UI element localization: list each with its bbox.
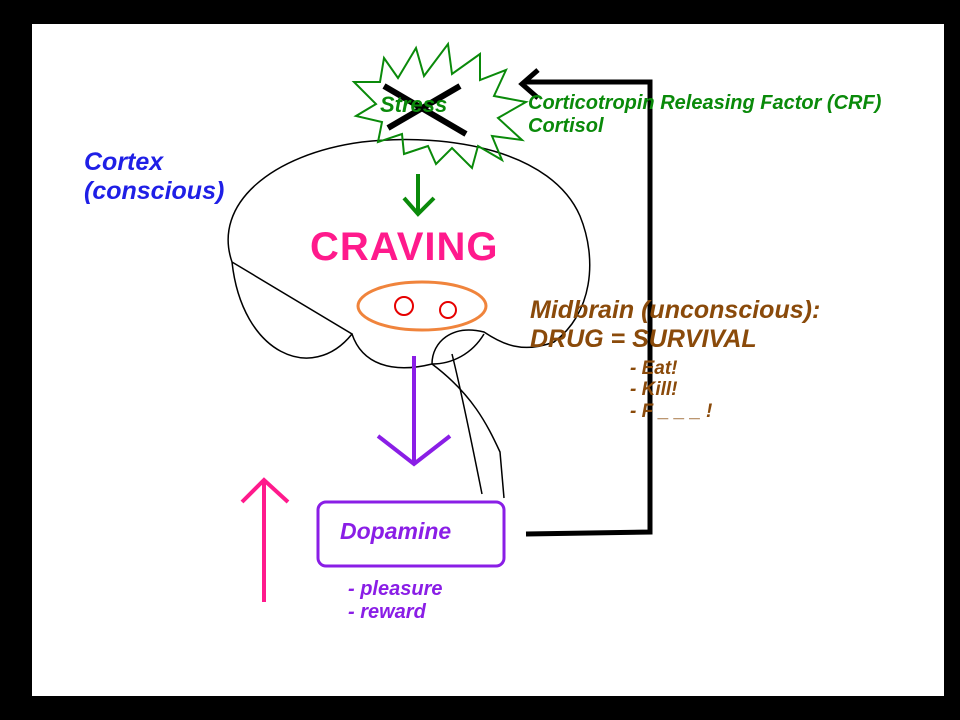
midbrain-item: - Kill! [630,379,678,401]
dopamine-item: - reward [348,601,426,623]
crf-label: Corticotropin Releasing Factor (CRF) [528,92,882,114]
midbrain-oval [356,280,488,332]
stress-cross-line-2 [386,83,462,131]
dopamine-item-list: - pleasure - reward [348,578,442,624]
feedback-loop-arrowhead [518,68,540,100]
cortisol-label: Cortisol [528,115,604,137]
midbrain-item-list: - Eat! - Kill! - F _ _ _ ! [530,358,820,424]
red-circle-right [439,301,457,319]
midbrain-label-line-2: DRUG = SURVIVAL [530,324,757,353]
midbrain-label-line-1: Midbrain (unconscious): [530,296,821,324]
midbrain-item: - Eat! [630,357,678,379]
hormone-labels: Corticotropin Releasing Factor (CRF) Cor… [528,92,881,138]
cortex-label-line-1: Cortex [84,148,164,176]
brainstem-outline [451,353,483,495]
purple-arrow-head [376,434,452,467]
cortex-label: Cortex (conscious) [84,148,224,206]
cortex-label-line-2: (conscious) [84,176,225,205]
stress-cross-line-1 [382,83,468,137]
stress-label: Stress [380,92,448,117]
diagram-graphics [227,41,653,602]
craving-label: CRAVING [310,225,499,269]
red-circle-left [394,296,414,316]
dopamine-label: Dopamine [340,518,452,544]
dopamine-item: - pleasure [348,578,443,600]
brain-outline [227,138,591,499]
dopamine-box [316,500,506,568]
slide-canvas: Cortex (conscious) Stress Corticotropin … [32,24,944,696]
green-arrow-head [402,196,436,217]
midbrain-item: - F _ _ _ ! [630,401,713,423]
feedback-loop-line [525,79,653,537]
stress-starburst [351,41,529,170]
midbrain-label: Midbrain (unconscious): DRUG = SURVIVAL … [530,296,820,423]
pink-arrow-head [240,477,290,504]
